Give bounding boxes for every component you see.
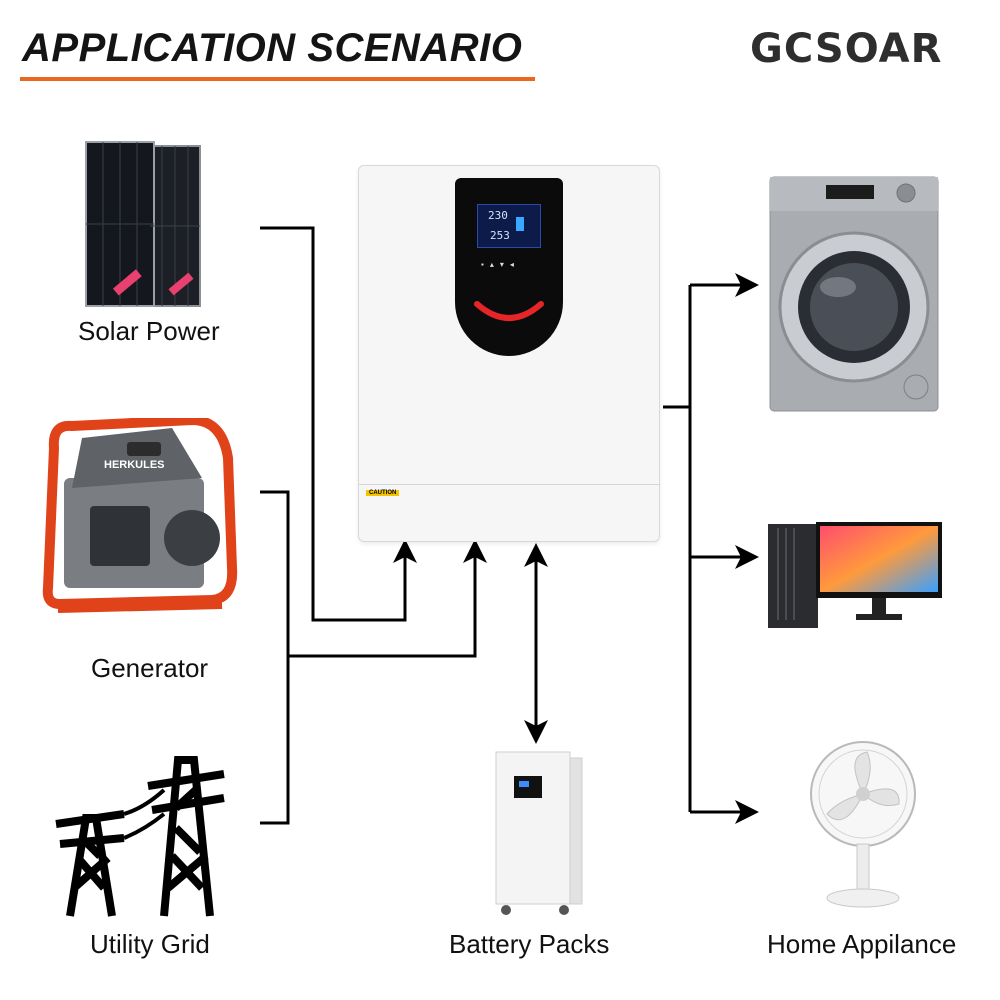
- loads-label: Home Appilance: [767, 929, 957, 959]
- electric-fan-icon: [810, 741, 916, 908]
- washing-machine-icon: [769, 176, 939, 412]
- desktop-computer-icon: [768, 522, 942, 628]
- source-label-grid: Utility Grid: [90, 929, 210, 959]
- generator-brand: HERKULES: [104, 459, 165, 471]
- title-underline: [20, 77, 535, 81]
- battery-pack-icon: [495, 751, 583, 915]
- grid-ac-connection-line: [288, 539, 487, 658]
- brand-logo: GCSOAR: [750, 26, 942, 72]
- storage-label: Battery Packs: [449, 929, 610, 959]
- inverter-front-panel: 230 253 ▪▴▾◂: [455, 178, 563, 356]
- generator-icon: HERKULES: [42, 418, 238, 613]
- solar-connection-line: [260, 226, 417, 622]
- display-top-value: 230: [488, 209, 508, 222]
- inverter-led-arc: [474, 301, 544, 321]
- brand-name: GCSOAR: [750, 26, 943, 72]
- source-label-solar: Solar Power: [78, 316, 220, 346]
- generator-line: [260, 490, 290, 825]
- inverter-buttons: ▪▴▾◂: [481, 260, 520, 269]
- source-label-generator: Generator: [91, 653, 209, 683]
- page-title: APPLICATION SCENARIO: [22, 26, 523, 70]
- power-tower-icon: [55, 756, 225, 917]
- caution-label: CAUTION: [366, 490, 400, 496]
- display-bottom-value: 253: [490, 229, 510, 242]
- solar-panel-icon: [85, 141, 201, 307]
- inverter-icon: 230 253 ▪▴▾◂: [358, 165, 660, 542]
- inverter-lcd-display: 230 253: [477, 204, 541, 248]
